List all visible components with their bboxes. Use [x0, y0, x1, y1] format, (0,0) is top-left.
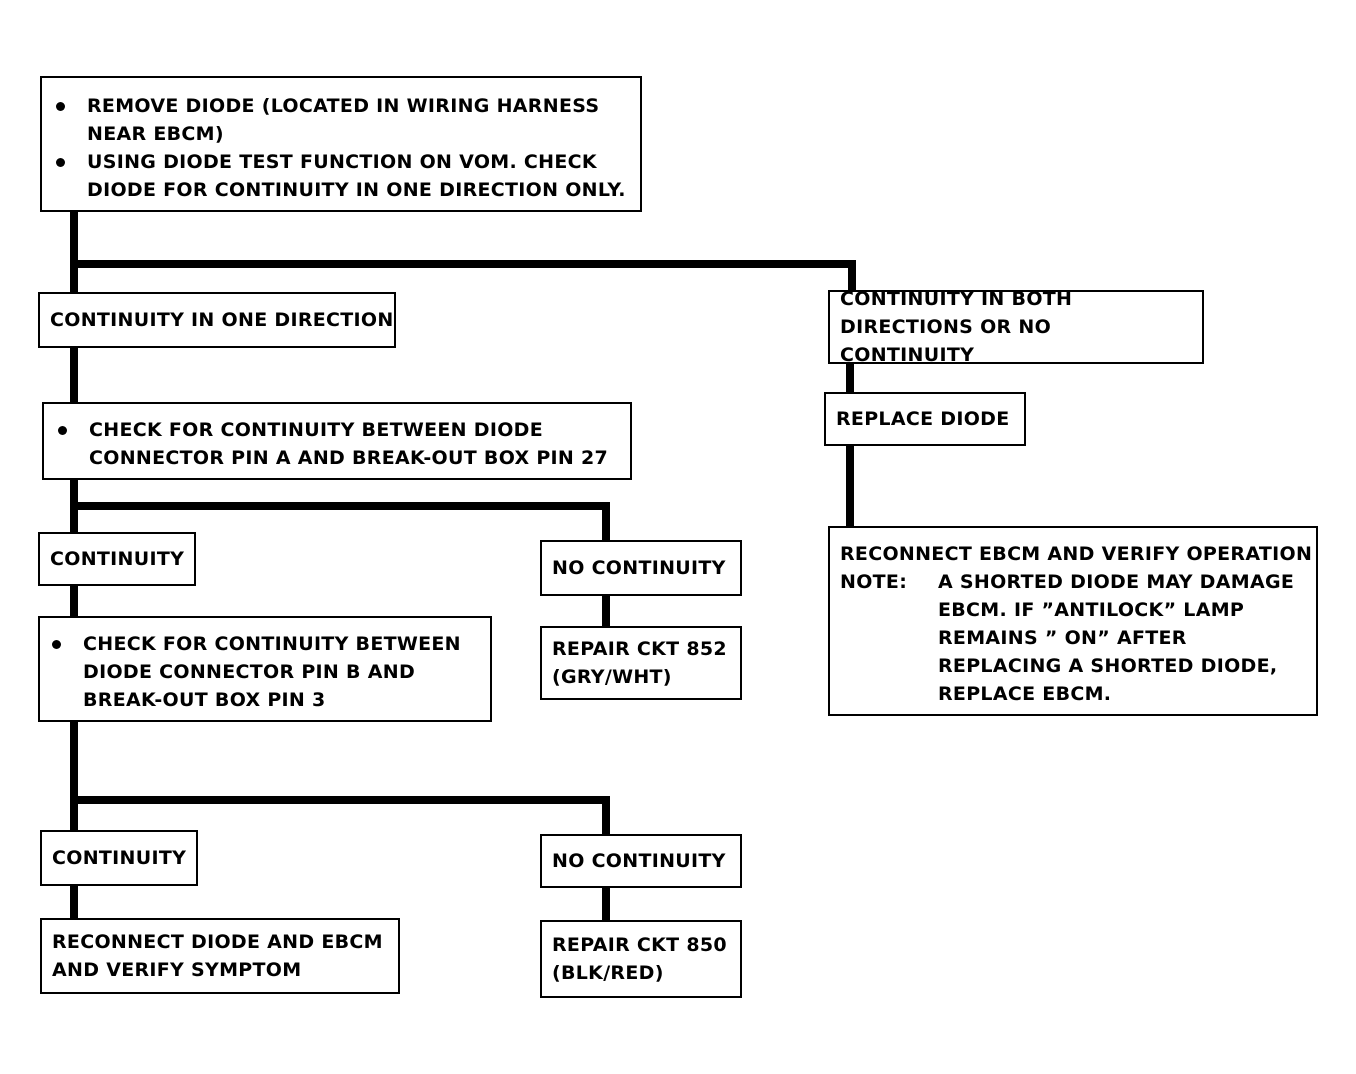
reconnect-ebcm-title: RECONNECT EBCM AND VERIFY OPERATION: [840, 543, 1313, 565]
connector-a-split: [70, 502, 610, 510]
start-bullet-remove-diode: REMOVE DIODE (LOCATED IN WIRING HARNESS …: [56, 92, 630, 148]
result-continuity-both-directions: CONTINUITY IN BOTH DIRECTIONS OR NO CONT…: [828, 288, 1204, 366]
reconnect-diode-ebcm-box: RECONNECT DIODE AND EBCM AND VERIFY SYMP…: [40, 918, 400, 994]
repair-ckt-852-box: REPAIR CKT 852 (GRY/WHT): [540, 626, 742, 700]
connector-b-split: [70, 796, 610, 804]
connector-both-to-replace: [846, 362, 854, 394]
bullet-icon: [52, 640, 61, 649]
connector-b-no-to-repair: [602, 886, 610, 922]
note-text: A SHORTED DIODE MAY DAMAGE EBCM. IF ”ANT…: [938, 571, 1295, 705]
result-continuity-one-direction: CONTINUITY IN ONE DIRECTION: [38, 292, 396, 348]
connector-b-continuity-down: [70, 884, 78, 920]
check-pin-b-box: CHECK FOR CONTINUITY BETWEEN DIODE CONNE…: [38, 616, 492, 722]
connector-a-continuity-down: [70, 584, 78, 618]
bullet-icon: [58, 426, 67, 435]
bullet-icon: [56, 158, 65, 167]
connector-one-direction-down: [70, 346, 78, 404]
check-pin-a-box: CHECK FOR CONTINUITY BETWEEN DIODE CONNE…: [42, 402, 632, 480]
reconnect-ebcm-note-box: RECONNECT EBCM AND VERIFY OPERATION NOTE…: [828, 526, 1318, 716]
connector-right-down: [848, 260, 856, 292]
connector-replace-to-reconnect: [846, 444, 854, 528]
bullet-icon: [56, 102, 65, 111]
pin-a-continuity-box: CONTINUITY: [38, 532, 196, 586]
start-bullet-diode-test: USING DIODE TEST FUNCTION ON VOM. CHECK …: [56, 148, 630, 204]
pin-b-no-continuity-box: NO CONTINUITY: [540, 834, 742, 888]
pin-b-continuity-box: CONTINUITY: [40, 830, 198, 886]
repair-ckt-850-box: REPAIR CKT 850 (BLK/RED): [540, 920, 742, 998]
connector-a-no-down: [602, 502, 610, 540]
pin-a-no-continuity-box: NO CONTINUITY: [540, 540, 742, 596]
connector-top-split: [70, 260, 856, 268]
connector-a-no-to-repair: [602, 594, 610, 628]
start-step-box: REMOVE DIODE (LOCATED IN WIRING HARNESS …: [40, 76, 642, 212]
note-label: NOTE:: [840, 571, 908, 593]
connector-b-no-down: [602, 796, 610, 834]
connector-check-b-down: [70, 720, 78, 832]
connector-start-down: [70, 210, 78, 294]
replace-diode-box: REPLACE DIODE: [824, 392, 1026, 446]
